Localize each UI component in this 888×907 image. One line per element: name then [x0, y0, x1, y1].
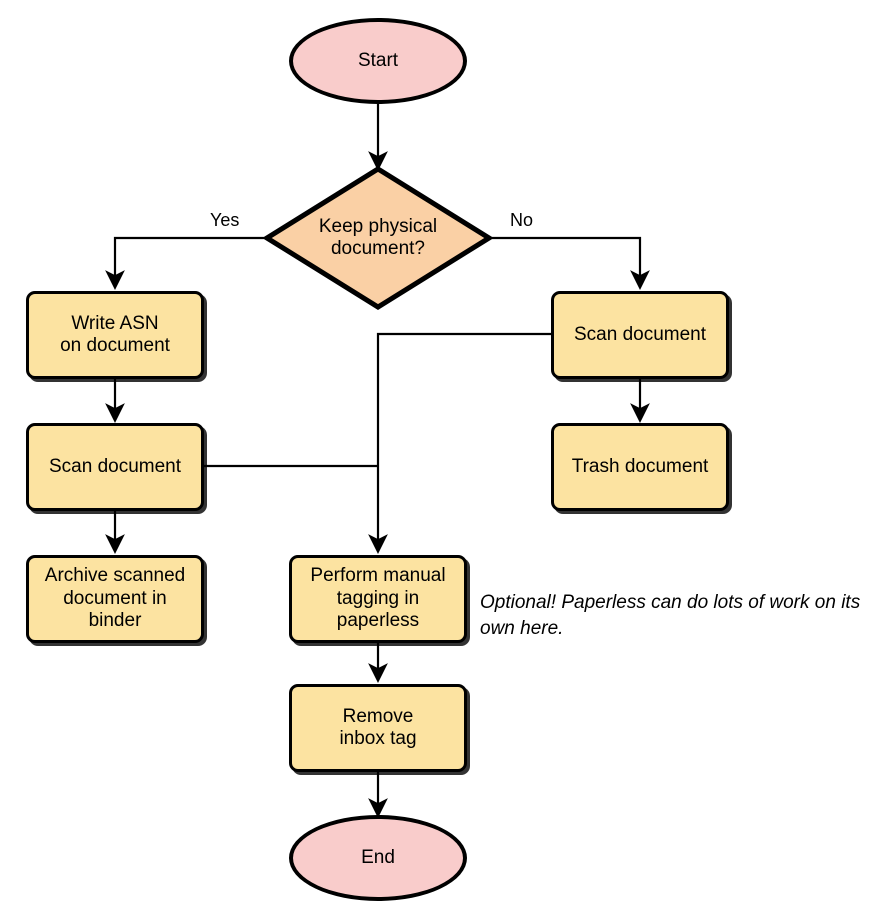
- node-remove-inbox-tag[interactable]: Remove inbox tag: [289, 684, 467, 772]
- edge-label-no: No: [510, 210, 533, 231]
- optional-annotation-text: Optional! Paperless can do lots of work …: [480, 590, 885, 641]
- node-trash-document[interactable]: Trash document: [551, 423, 729, 511]
- node-archive-label: Archive scanned document in binder: [44, 565, 186, 632]
- node-keep-physical-document-decision[interactable]: Keep physical document?: [264, 166, 492, 310]
- edge-label-yes-text: Yes: [210, 210, 240, 230]
- node-remove-inbox-tag-label: Remove inbox tag: [339, 705, 417, 749]
- node-end[interactable]: End: [289, 815, 467, 901]
- node-scan-document-right[interactable]: Scan document: [551, 291, 729, 379]
- node-tagging-label: Perform manual tagging in paperless: [310, 565, 446, 632]
- node-trash-document-label: Trash document: [571, 455, 709, 477]
- edge-label-no-text: No: [510, 210, 534, 230]
- node-scan-document-left[interactable]: Scan document: [26, 423, 204, 511]
- node-perform-manual-tagging[interactable]: Perform manual tagging in paperless: [289, 555, 467, 643]
- node-scan-document-right-label: Scan document: [573, 323, 707, 345]
- node-start[interactable]: Start: [289, 18, 467, 104]
- edge-decision-no-to-scan-right: [492, 236, 650, 290]
- node-start-label: Start: [357, 49, 399, 71]
- node-decision-label: Keep physical document?: [318, 215, 438, 259]
- node-archive-scanned-document[interactable]: Archive scanned document in binder: [26, 555, 204, 643]
- annotation-text: Optional! Paperless can do lots of work …: [480, 592, 861, 639]
- node-write-asn-on-document[interactable]: Write ASN on document: [26, 291, 204, 379]
- edge-scan-right-to-tagging: [368, 332, 552, 554]
- node-end-label: End: [361, 846, 395, 868]
- edge-label-yes: Yes: [210, 210, 239, 231]
- node-write-asn-label: Write ASN on document: [60, 312, 170, 356]
- edge-decision-yes-to-write-asn: [105, 236, 264, 290]
- decision-diamond-shape: [264, 166, 492, 310]
- node-scan-document-left-label: Scan document: [48, 455, 182, 477]
